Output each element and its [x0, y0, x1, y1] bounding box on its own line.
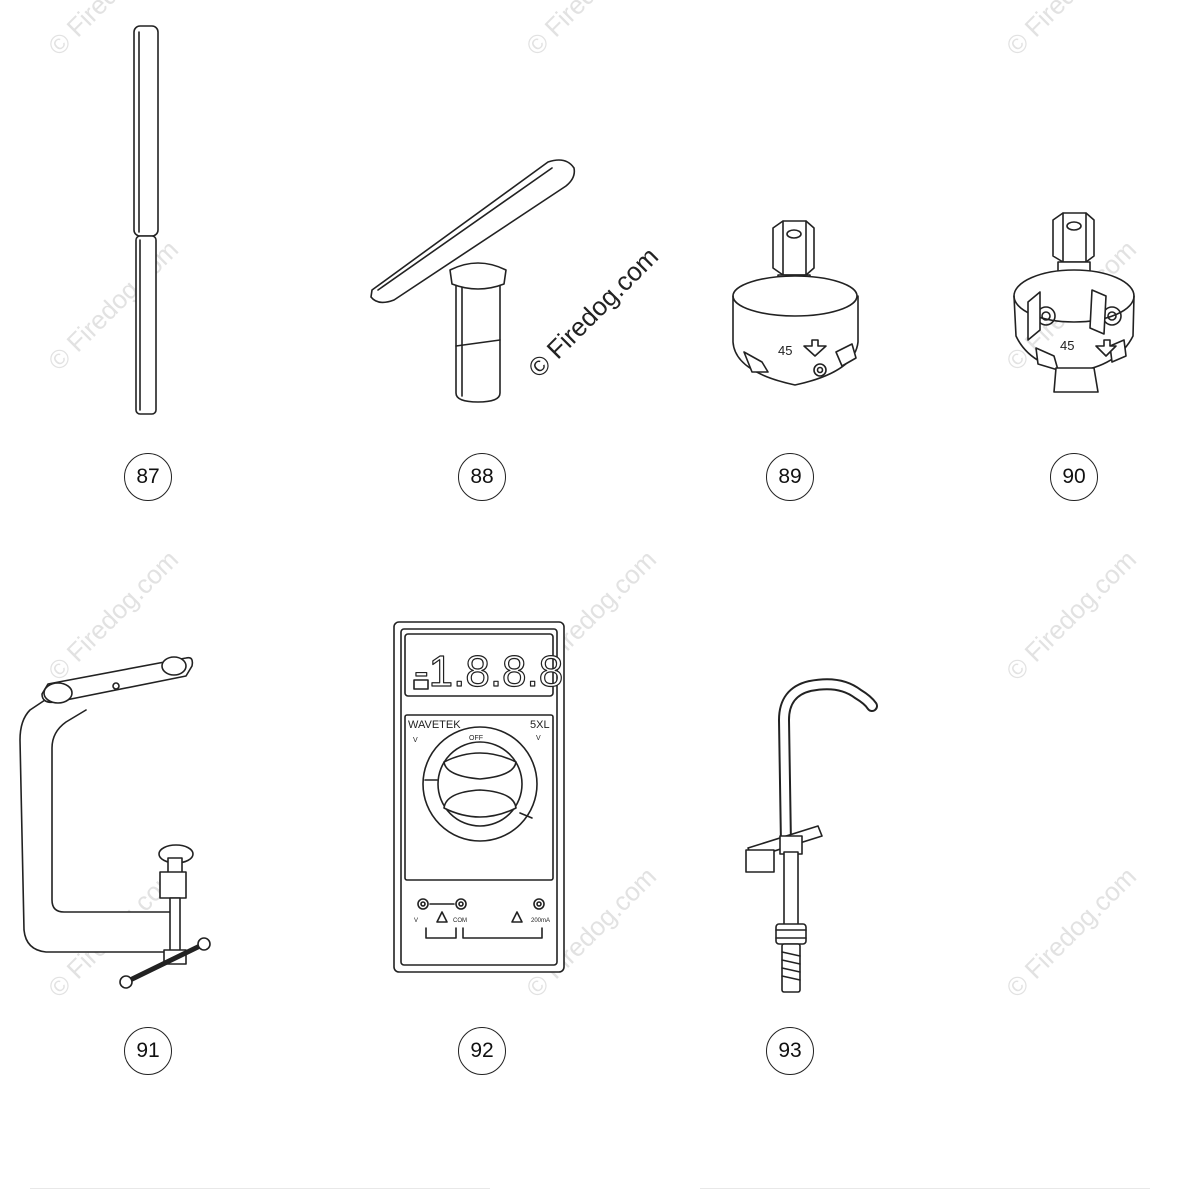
part-89-dial-label: 45: [778, 343, 792, 358]
callout-91: 91: [124, 1027, 172, 1075]
part-92-jack-v: V: [414, 918, 418, 924]
part-92-multimeter: -1.8.8.8 WAVETEK 5XL V V OFF V COM 200mA: [393, 621, 565, 973]
callout-87: 87: [124, 453, 172, 501]
callout-89: 89: [766, 453, 814, 501]
part-91-spring-compressor: [19, 656, 211, 989]
part-92-brand: WAVETEK: [408, 719, 461, 731]
part-93-bent-probe: [745, 678, 878, 993]
callout-88: 88: [458, 453, 506, 501]
part-92-jack-ma: 200mA: [531, 918, 550, 924]
part-92-display: -1.8.8.8: [414, 647, 563, 696]
part-92-range-right: V: [536, 735, 541, 742]
part-87-rod: [133, 25, 159, 415]
bottom-rule-right: [700, 1188, 1150, 1189]
callout-92: 92: [458, 1027, 506, 1075]
callout-93: 93: [766, 1027, 814, 1075]
callout-90: 90: [1050, 453, 1098, 501]
part-89-valve-seat-cutter: 45: [732, 220, 859, 386]
part-92-model: 5XL: [530, 719, 550, 731]
part-90-valve-seat-cutter: 45: [1013, 212, 1135, 393]
part-92-knob-top: OFF: [469, 735, 483, 742]
bottom-rule-left: [30, 1188, 490, 1189]
part-90-dial-label: 45: [1060, 338, 1074, 353]
part-92-range-left: V: [413, 737, 418, 744]
part-88-t-handle: [370, 159, 576, 403]
part-92-jack-com: COM: [453, 918, 467, 924]
